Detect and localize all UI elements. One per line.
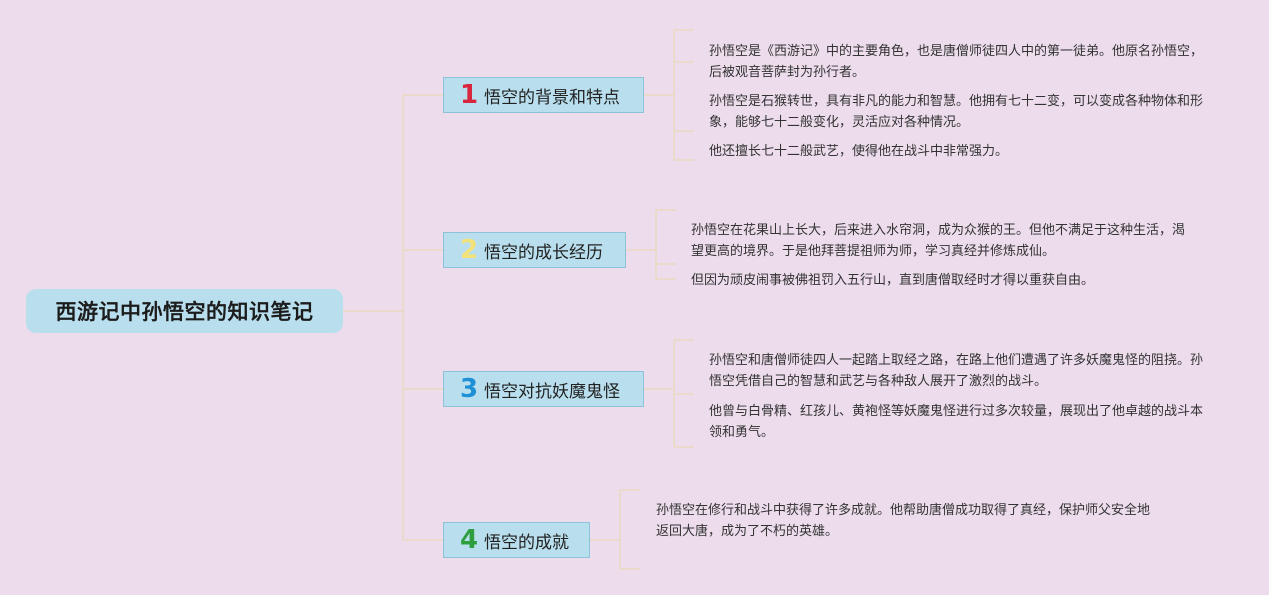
note-2-2: 但因为顽皮闹事被佛祖罚入五行山，直到唐僧取经时才得以重获自由。 <box>691 273 1095 288</box>
note-4-1: 孙悟空在修行和战斗中获得了许多成就。他帮助唐僧成功取得了真经，保护师父安全地返回… <box>656 503 1151 539</box>
branch-number-1: 1 <box>460 80 479 110</box>
branch-2[interactable]: 2 悟空的成长经历 <box>443 232 626 268</box>
root-title: 西游记中孙悟空的知识笔记 <box>55 300 314 324</box>
branch-label-2: 悟空的成长经历 <box>484 242 603 263</box>
note-1-3: 他还擅长七十二般武艺，使得他在战斗中非常强力。 <box>709 144 1009 159</box>
note-3-1: 孙悟空和唐僧师徒四人一起踏上取经之路，在路上他们遭遇了许多妖魔鬼怪的阻挠。孙悟空… <box>709 353 1204 389</box>
branch-3[interactable]: 3 悟空对抗妖魔鬼怪 <box>443 371 644 407</box>
note-1-1: 孙悟空是《西游记》中的主要角色，也是唐僧师徒四人中的第一徒弟。他原名孙悟空，后被… <box>709 44 1204 80</box>
branch-4[interactable]: 4 悟空的成就 <box>443 522 590 558</box>
branch-number-2: 2 <box>460 235 479 265</box>
branch-number-4: 4 <box>460 525 479 555</box>
branch-label-4: 悟空的成就 <box>484 532 569 553</box>
branch-label-3: 悟空对抗妖魔鬼怪 <box>484 381 620 402</box>
note-1-2: 孙悟空是石猴转世，具有非凡的能力和智慧。他拥有七十二变，可以变成各种物体和形象，… <box>709 94 1204 130</box>
branch-number-3: 3 <box>460 374 479 404</box>
root-topic[interactable]: 西游记中孙悟空的知识笔记 <box>26 289 343 333</box>
branch-1[interactable]: 1 悟空的背景和特点 <box>443 77 644 113</box>
note-2-1: 孙悟空在花果山上长大，后来进入水帘洞，成为众猴的王。但他不满足于这种生活，渴望更… <box>691 223 1186 259</box>
branch-label-1: 悟空的背景和特点 <box>484 87 620 108</box>
note-3-2: 他曾与白骨精、红孩儿、黄袍怪等妖魔鬼怪进行过多次较量，展现出了他卓越的战斗本领和… <box>709 404 1204 440</box>
